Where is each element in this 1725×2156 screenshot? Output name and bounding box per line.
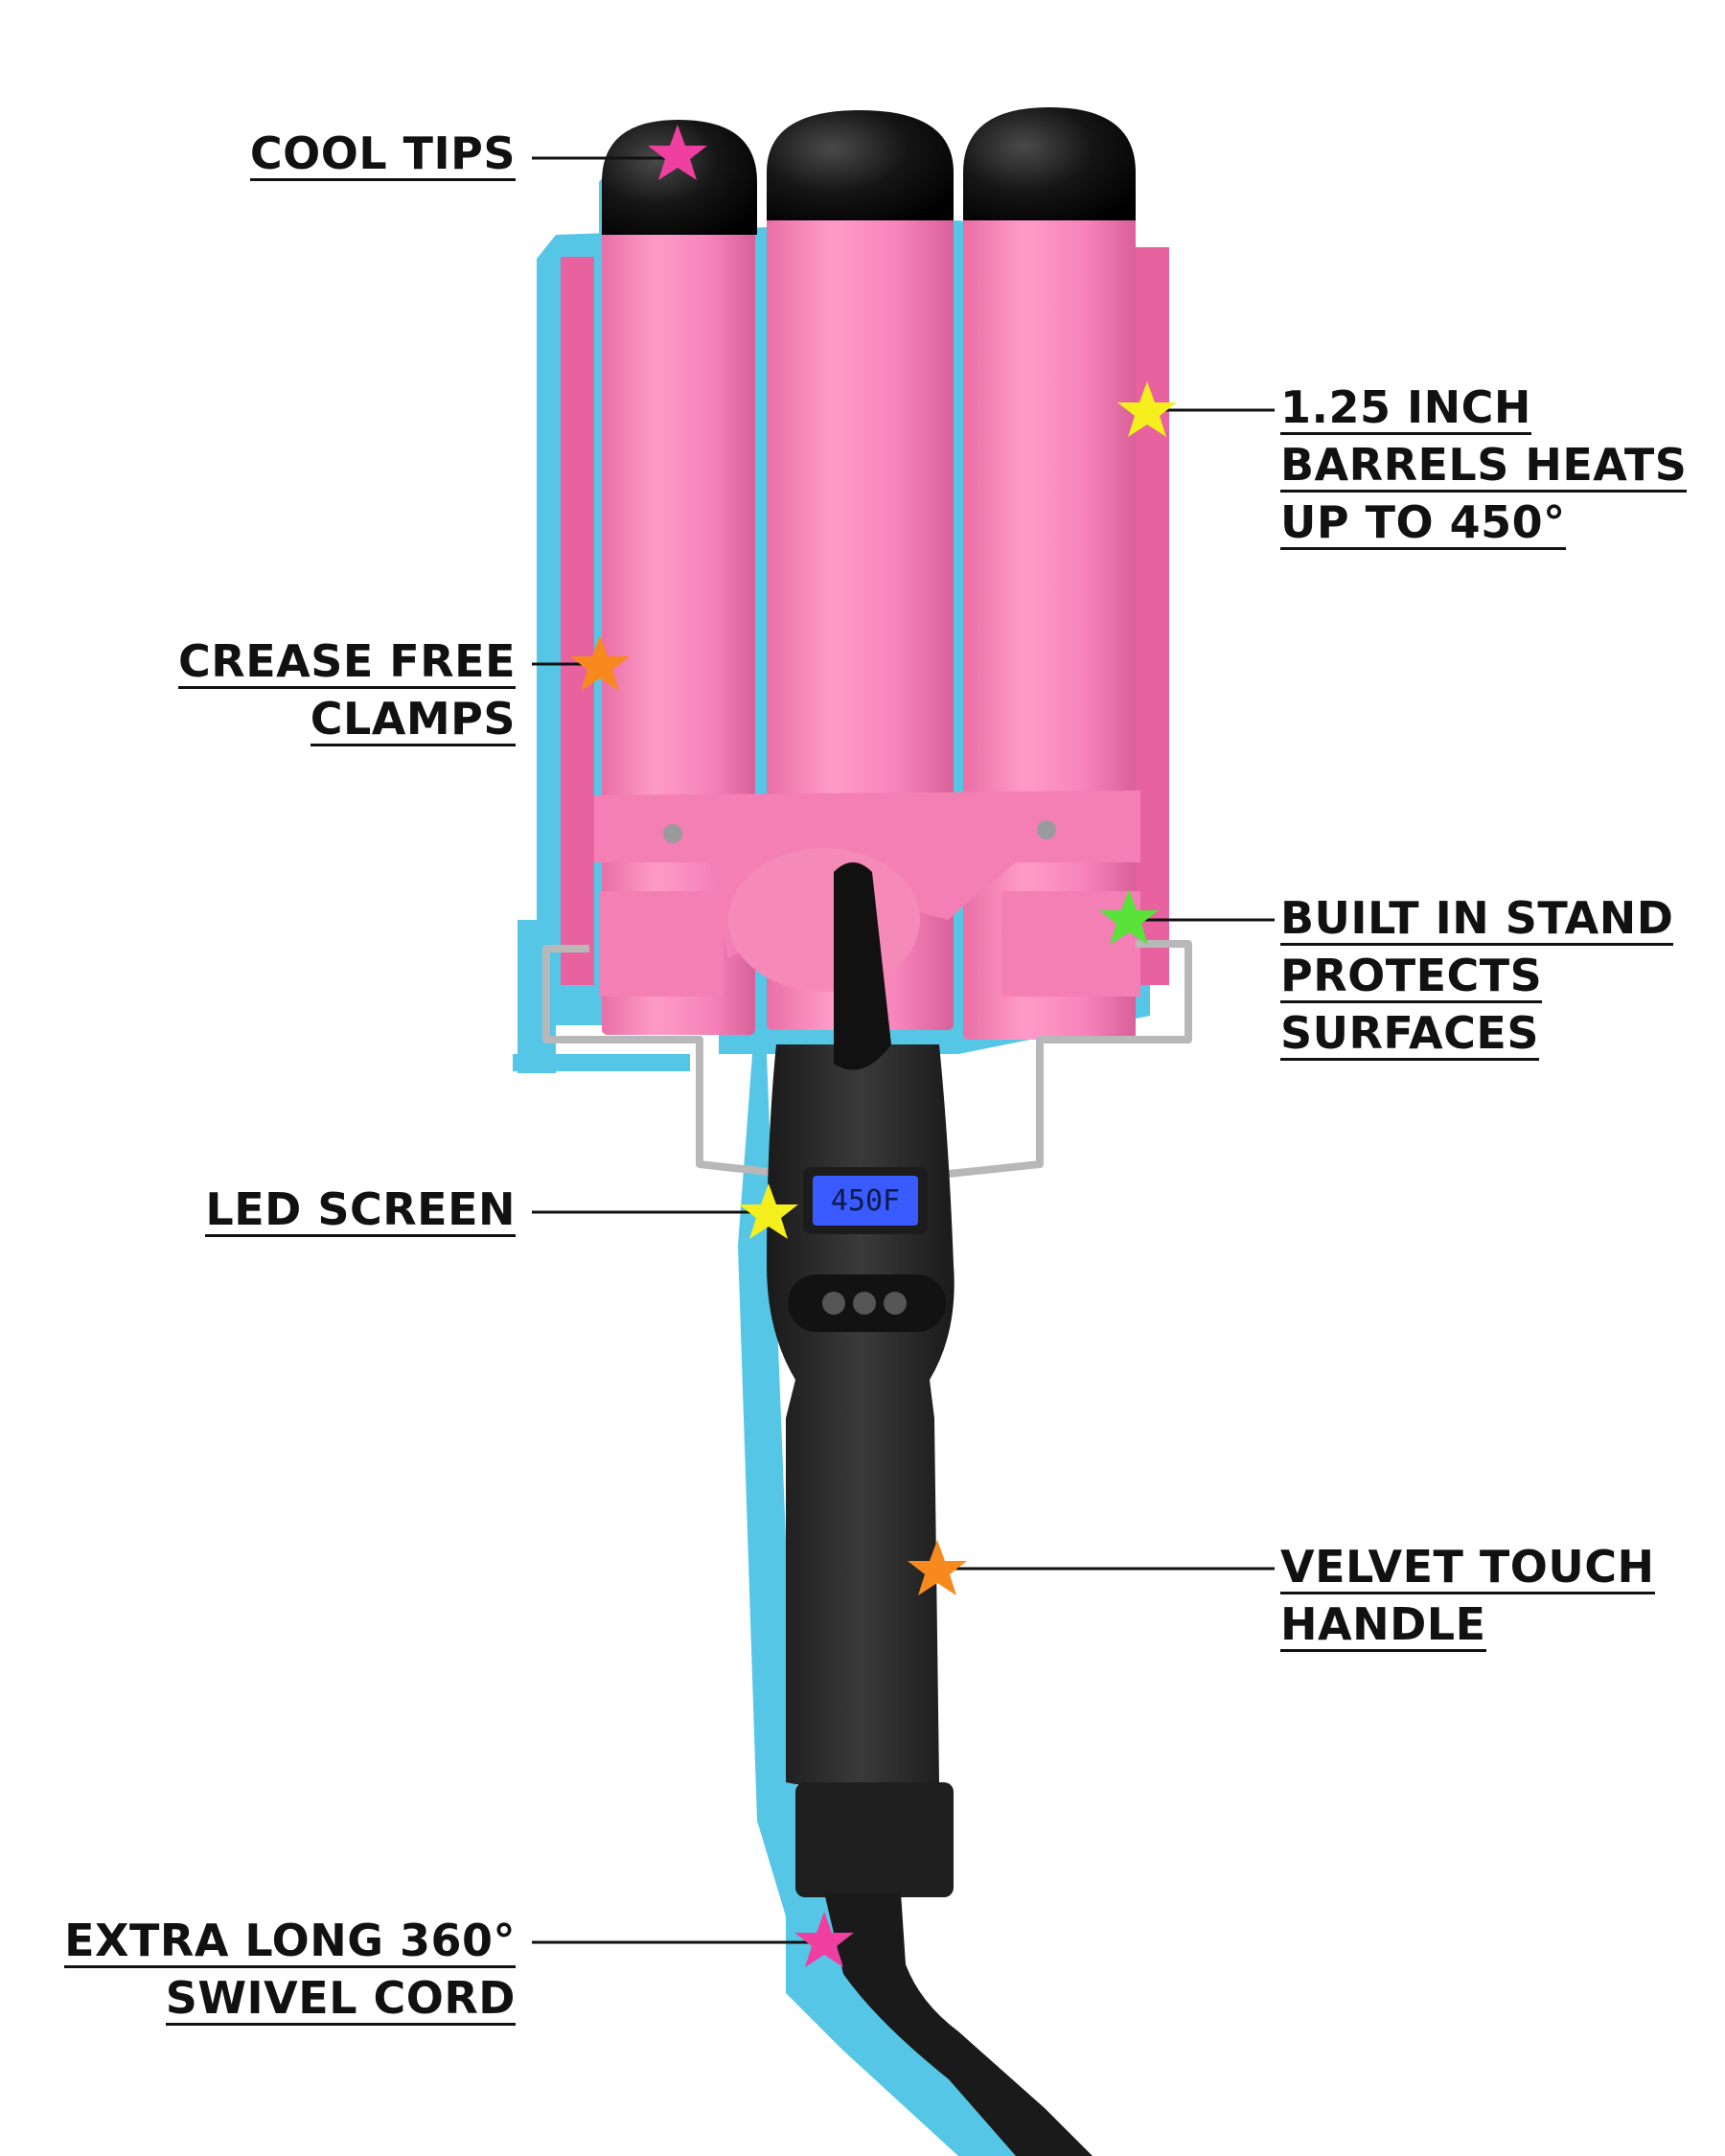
clamp-right: [1131, 247, 1169, 985]
clamp-left: [561, 257, 594, 985]
star-icon: [1117, 381, 1177, 437]
star-icon: [794, 1912, 854, 1967]
callout-cool-tips: COOL TIPS: [249, 125, 516, 182]
callout-stand-line-3: SURFACES: [1280, 1007, 1539, 1061]
callout-barrels: 1.25 INCH BARRELS HEATS UP TO 450°: [1280, 378, 1688, 551]
callout-handle-line-1: VELVET TOUCH: [1280, 1541, 1655, 1594]
callout-led-screen: LED SCREEN: [205, 1181, 516, 1238]
star-icon-markers: [570, 125, 1177, 1967]
callout-stand-line-2: PROTECTS: [1280, 950, 1543, 1003]
callout-clamps-line-1: CREASE FREE: [178, 635, 516, 689]
callout-barrels-line-3: UP TO 450°: [1280, 496, 1566, 550]
star-icon: [1099, 889, 1159, 945]
star-icon: [739, 1183, 798, 1239]
callout-cool-tips-line-1: COOL TIPS: [249, 127, 516, 181]
wire-stand: [542, 940, 1192, 1178]
cool-tips: [602, 107, 1136, 235]
screen-readout: 450F: [831, 1184, 900, 1218]
callout-barrels-line-1: 1.25 INCH: [1280, 381, 1531, 435]
callout-velvet-touch-handle: VELVET TOUCH HANDLE: [1280, 1538, 1655, 1653]
callout-swivel-cord: EXTRA LONG 360° SWIVEL CORD: [64, 1912, 516, 2027]
callout-clamps-line-2: CLAMPS: [310, 693, 516, 746]
callout-handle-line-2: HANDLE: [1280, 1598, 1486, 1652]
callout-stand-line-1: BUILT IN STAND: [1280, 892, 1674, 946]
callout-cord-line-1: EXTRA LONG 360°: [64, 1915, 516, 1968]
callout-crease-free-clamps: CREASE FREE CLAMPS: [178, 632, 516, 747]
callout-led-line-1: LED SCREEN: [205, 1183, 516, 1237]
star-icon: [908, 1540, 967, 1595]
callout-built-in-stand: BUILT IN STAND PROTECTS SURFACES: [1280, 889, 1674, 1062]
star-icon: [570, 635, 630, 691]
callout-cord-line-2: SWIVEL CORD: [165, 1972, 516, 2026]
star-icon: [648, 125, 707, 180]
callout-barrels-line-2: BARRELS HEATS: [1280, 439, 1688, 493]
led-screen: 450F: [803, 1167, 928, 1234]
leader-lines: [532, 156, 1275, 1944]
